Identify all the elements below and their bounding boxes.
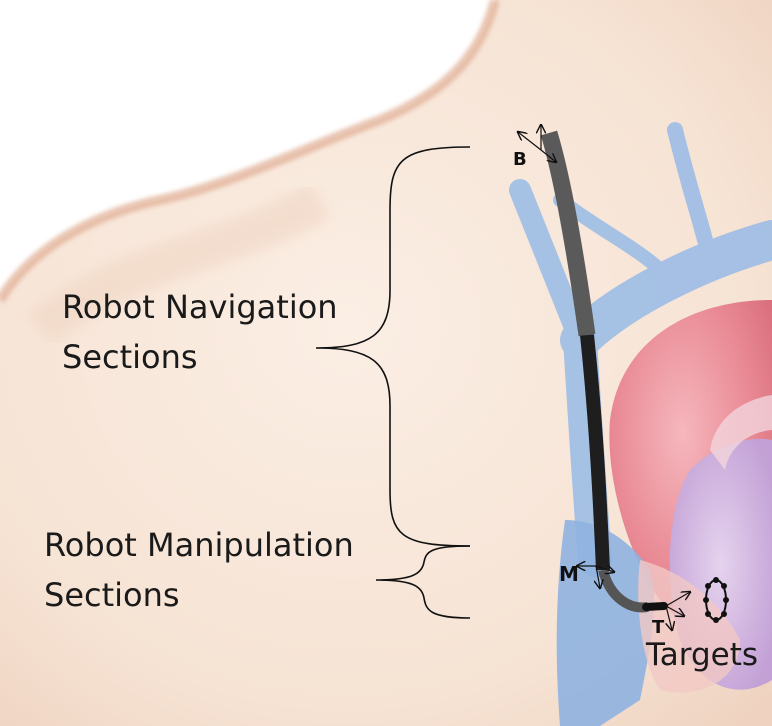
- navigation-label-line1: Robot Navigation: [62, 288, 338, 326]
- middle-frame-marker: M: [559, 562, 579, 586]
- robot-tip: [646, 606, 664, 607]
- base-frame-marker: B: [513, 149, 527, 170]
- manipulation-label-line1: Robot Manipulation: [44, 526, 354, 564]
- navigation-label-line2: Sections: [62, 338, 198, 376]
- manipulation-label-line2: Sections: [44, 576, 180, 614]
- tip-frame-marker: T: [652, 617, 664, 638]
- targets-label: Targets: [646, 637, 758, 674]
